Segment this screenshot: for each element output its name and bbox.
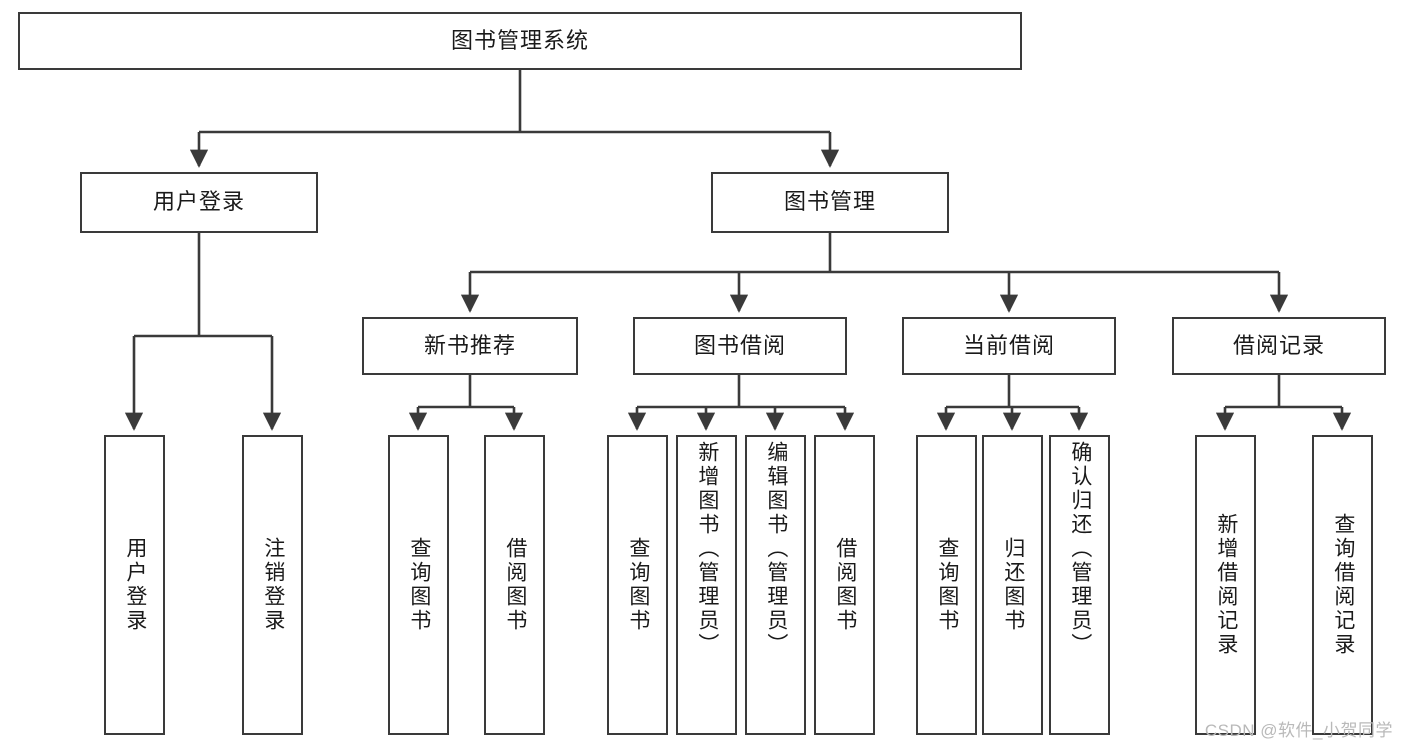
leaf-record-query-record[interactable]: 查询借阅记录 bbox=[1312, 435, 1373, 735]
node-book-management[interactable]: 图书管理 bbox=[711, 172, 949, 233]
leaf-newbook-query-book[interactable]: 查询图书 bbox=[388, 435, 449, 735]
node-label: 查询图书 bbox=[407, 537, 431, 633]
node-label: 用户登录 bbox=[152, 189, 245, 215]
leaf-borrow-lend-book[interactable]: 借阅图书 bbox=[814, 435, 875, 735]
leaf-newbook-borrow-book[interactable]: 借阅图书 bbox=[484, 435, 545, 735]
node-label: 图书借阅 bbox=[693, 332, 786, 358]
node-label: 图书管理 bbox=[783, 189, 876, 215]
leaf-record-add-record[interactable]: 新增借阅记录 bbox=[1195, 435, 1256, 735]
node-label: 用户登录 bbox=[123, 537, 147, 633]
leaf-user-login[interactable]: 用户登录 bbox=[104, 435, 165, 735]
node-label: 注销登录 bbox=[261, 537, 285, 633]
node-borrow-record[interactable]: 借阅记录 bbox=[1172, 317, 1386, 375]
node-label: 查询图书 bbox=[626, 537, 650, 633]
node-label: 当前借阅 bbox=[962, 332, 1055, 358]
node-label: 借阅图书 bbox=[503, 537, 527, 633]
leaf-borrow-add-book-admin[interactable]: 新增图书（管理员） bbox=[676, 435, 737, 735]
leaf-current-return-book[interactable]: 归还图书 bbox=[982, 435, 1043, 735]
leaf-current-query-book[interactable]: 查询图书 bbox=[916, 435, 977, 735]
node-book-borrow[interactable]: 图书借阅 bbox=[633, 317, 847, 375]
node-label: 确认归还（管理员） bbox=[1068, 441, 1092, 657]
node-label: 新书推荐 bbox=[423, 332, 516, 358]
leaf-current-confirm-return-admin[interactable]: 确认归还（管理员） bbox=[1049, 435, 1110, 735]
node-label: 查询借阅记录 bbox=[1331, 513, 1355, 657]
csdn-watermark: CSDN @软件_小贺同学 bbox=[1204, 721, 1393, 740]
node-label: 归还图书 bbox=[1001, 537, 1025, 633]
leaf-borrow-edit-book-admin[interactable]: 编辑图书（管理员） bbox=[745, 435, 806, 735]
node-label: 借阅记录 bbox=[1232, 332, 1325, 358]
node-label: 新增图书（管理员） bbox=[695, 441, 719, 657]
node-label: 新增借阅记录 bbox=[1214, 513, 1238, 657]
leaf-borrow-query-book[interactable]: 查询图书 bbox=[607, 435, 668, 735]
node-label: 图书管理系统 bbox=[450, 27, 589, 53]
node-label: 编辑图书（管理员） bbox=[764, 441, 788, 657]
node-new-book-recommend[interactable]: 新书推荐 bbox=[362, 317, 578, 375]
node-label: 查询图书 bbox=[935, 537, 959, 633]
node-label: 借阅图书 bbox=[833, 537, 857, 633]
node-root-library-system[interactable]: 图书管理系统 bbox=[18, 12, 1022, 70]
node-user-login[interactable]: 用户登录 bbox=[80, 172, 318, 233]
node-current-borrow[interactable]: 当前借阅 bbox=[902, 317, 1116, 375]
leaf-user-logout[interactable]: 注销登录 bbox=[242, 435, 303, 735]
